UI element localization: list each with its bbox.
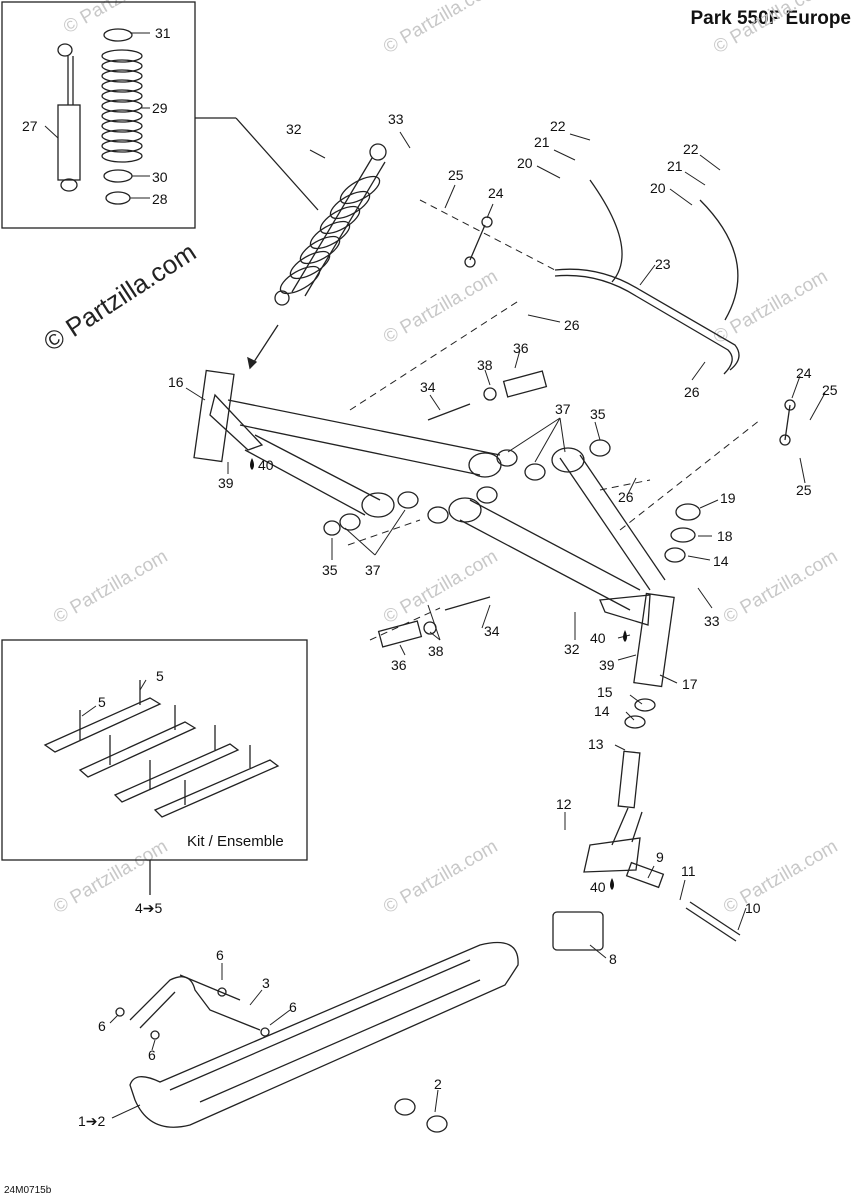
- callout: 8: [609, 951, 617, 967]
- lubricant-drop-icons: [250, 458, 627, 890]
- callout: 34: [484, 623, 500, 639]
- callout: 10: [745, 900, 761, 916]
- callout: 34: [420, 379, 436, 395]
- callout: 21: [534, 134, 550, 150]
- callout: 33: [704, 613, 720, 629]
- callout: 25: [448, 167, 464, 183]
- callout: 20: [650, 180, 666, 196]
- callout: 9: [656, 849, 664, 865]
- upper-a-arm: [193, 369, 502, 518]
- callout: 38: [428, 643, 444, 659]
- ski-nut-parts: [394, 1098, 448, 1133]
- callout: 36: [513, 340, 529, 356]
- callout: 6: [148, 1047, 156, 1063]
- callout: 24: [488, 185, 504, 201]
- adjuster-part: [105, 191, 131, 205]
- oil-drop-icon: [250, 458, 254, 470]
- callout-labels: 31 29 27 30 28 32 33 25 24 22 21 20 22 2…: [22, 25, 838, 1129]
- callout: 32: [286, 121, 302, 137]
- callout: 27: [22, 118, 38, 134]
- callout: 37: [365, 562, 381, 578]
- runner-kit-parts: [43, 680, 280, 818]
- callout: 16: [168, 374, 184, 390]
- diagram-title: Park 550F Europe: [690, 8, 851, 29]
- callout: 26: [564, 317, 580, 333]
- oil-drop-icon: [623, 630, 627, 642]
- callout: 33: [388, 111, 404, 127]
- callout: 32: [564, 641, 580, 657]
- callout: 38: [477, 357, 493, 373]
- callout: 22: [683, 141, 699, 157]
- oil-drop-icon: [610, 878, 614, 890]
- ski-part: [115, 941, 519, 1128]
- callout: 6: [289, 999, 297, 1015]
- kit-label: Kit / Ensemble: [187, 833, 284, 850]
- callout: 40: [590, 879, 606, 895]
- callout: 25: [822, 382, 838, 398]
- callout: 35: [322, 562, 338, 578]
- callout: 23: [655, 256, 671, 272]
- callout: 40: [590, 630, 606, 646]
- spindle-block: [552, 911, 604, 951]
- callout: 21: [667, 158, 683, 174]
- callout: 11: [681, 863, 696, 879]
- callout: 13: [588, 736, 604, 752]
- callout: 14: [713, 553, 729, 569]
- callout: 36: [391, 657, 407, 673]
- diagram-code: 24M0715b: [4, 1185, 52, 1196]
- spindle-bushing: [625, 861, 665, 889]
- spring-retainer-part: [103, 28, 133, 42]
- ring-part: [103, 169, 133, 183]
- callout: 20: [517, 155, 533, 171]
- callout: 39: [599, 657, 615, 673]
- callout: 2: [434, 1076, 442, 1092]
- callout: 26: [684, 384, 700, 400]
- spindle: [583, 503, 701, 873]
- callout: 4➔5: [135, 900, 163, 916]
- callout: 39: [218, 475, 234, 491]
- callout: 18: [717, 528, 733, 544]
- callout: 12: [556, 796, 572, 812]
- callout: 6: [98, 1018, 106, 1034]
- stabilizer-link: [464, 216, 796, 446]
- callout: 17: [682, 676, 698, 692]
- callout: 14: [594, 703, 610, 719]
- callout: 19: [720, 490, 736, 506]
- callout: 15: [597, 684, 613, 700]
- callout: 28: [152, 191, 168, 207]
- callout: 30: [152, 169, 168, 185]
- callout: 1➔2: [78, 1113, 106, 1129]
- callout: 25: [796, 482, 812, 498]
- callout: 37: [555, 401, 571, 417]
- bushing-set: [323, 370, 611, 648]
- shock-assembly: [274, 143, 387, 306]
- spring-part: [101, 49, 143, 163]
- callout: 22: [550, 118, 566, 134]
- callout: 24: [796, 365, 812, 381]
- callout: 6: [216, 947, 224, 963]
- callout: 26: [618, 489, 634, 505]
- shock-inset-box: [1, 1, 196, 229]
- ski-handle-part: [179, 974, 241, 1001]
- runner-kit-inset-box: [1, 639, 308, 861]
- callout: 29: [152, 100, 168, 116]
- lower-a-arm: [448, 447, 675, 688]
- callout: 5: [156, 668, 164, 684]
- callout: 40: [258, 457, 274, 473]
- callout: 5: [98, 694, 106, 710]
- stabilizer-bar: [554, 179, 740, 375]
- callout: 3: [262, 975, 270, 991]
- callout: 35: [590, 406, 606, 422]
- shock-absorber-part: [57, 43, 81, 192]
- callout: 31: [155, 25, 171, 41]
